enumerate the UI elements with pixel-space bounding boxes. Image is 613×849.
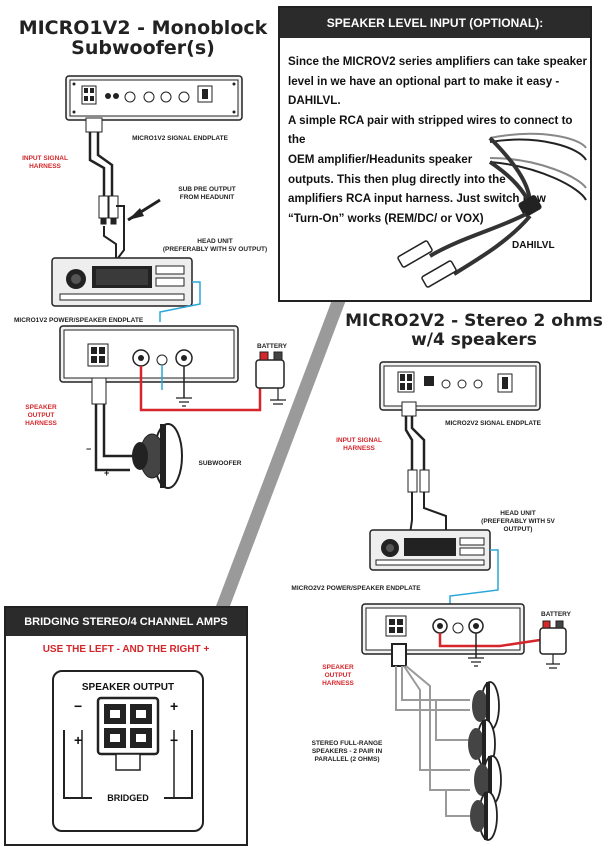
- right-title-line1: MICRO2V2 - Stereo 2 ohms: [345, 311, 603, 331]
- speaker-icon: [472, 681, 500, 731]
- subwoofer-icon: [132, 423, 183, 489]
- micro2v2-input-harness-icon: [401, 401, 447, 535]
- micro1v2-input-harness-icon: [85, 117, 125, 259]
- left-power-endplate-label: MICRO1V2 POWER/SPEAKER ENDPLATE: [14, 317, 144, 324]
- micro2v2-signal-endplate-icon: [379, 361, 541, 411]
- right-head-unit-note: (PREFERABLY WITH 5V OUTPUT): [481, 518, 555, 533]
- micro1v2-power-endplate-icon: [59, 325, 239, 383]
- right-head-unit-label: HEAD UNIT (PREFERABLY WITH 5V OUTPUT): [468, 510, 568, 534]
- bridging-instruction: USE THE LEFT - AND THE RIGHT +: [42, 644, 210, 655]
- section-divider-bar: [216, 300, 346, 606]
- left-title-line2: Subwoofer(s): [71, 37, 215, 59]
- right-battery-icon: [539, 620, 567, 669]
- right-signal-endplate-label: MICRO2V2 SIGNAL ENDPLATE: [445, 420, 541, 427]
- bridging-heading: BRIDGING STEREO/4 CHANNEL AMPS: [6, 608, 246, 636]
- left-speaker-harness-icon: [91, 377, 138, 472]
- power-wire-right: [438, 633, 541, 648]
- speaker-level-line: amplifiers RCA input harness. Just switc…: [288, 192, 546, 206]
- bridged-connector-icon: [63, 696, 193, 808]
- left-signal-endplate-label: MICRO1V2 SIGNAL ENDPLATE: [132, 135, 228, 142]
- remote-wire-left: [159, 281, 201, 322]
- left-head-unit-label: HEAD UNIT (PREFERABLY WITH 5V OUTPUT): [150, 238, 280, 254]
- dahilvl-cable-icon: [397, 132, 587, 288]
- left-head-unit-icon: [51, 257, 193, 307]
- bridged-label: BRIDGED: [107, 793, 149, 803]
- micro1v2-signal-endplate-icon: [65, 75, 243, 121]
- right-head-unit-icon: [369, 529, 491, 571]
- subwoofer-label: SUBWOOFER: [198, 460, 242, 467]
- left-input-harness-label: INPUT SIGNAL HARNESS: [22, 155, 68, 170]
- right-speakers-icon: [468, 681, 502, 841]
- left-head-unit-title: HEAD UNIT: [197, 238, 233, 245]
- speaker-output-label: SPEAKER OUTPUT: [81, 682, 175, 693]
- speaker-level-line: “Turn-On” works (REM/DC/ or VOX): [288, 211, 484, 225]
- speaker-level-line: Since the MICROV2 series amplifiers can …: [288, 55, 588, 68]
- speaker-level-text: Since the MICROV2 series amplifiers can …: [280, 38, 590, 228]
- right-battery-label: BATTERY: [541, 611, 571, 618]
- left-sub-plus: +: [104, 468, 110, 478]
- left-head-unit-note: (PREFERABLY WITH 5V OUTPUT): [162, 246, 268, 253]
- bridge-plus-right: +: [170, 698, 179, 714]
- speaker-level-heading: SPEAKER LEVEL INPUT (OPTIONAL):: [280, 8, 590, 38]
- right-title: MICRO2V2 - Stereo 2 ohms w/4 speakers: [336, 312, 612, 350]
- speaker-level-line: A simple RCA pair with stripped wires to…: [288, 113, 573, 147]
- right-title-line2: w/4 speakers: [411, 330, 537, 350]
- micro2v2-power-endplate-icon: [361, 603, 525, 655]
- left-sub-minus: −: [86, 444, 92, 454]
- bridging-panel: BRIDGING STEREO/4 CHANNEL AMPS USE THE L…: [4, 606, 248, 846]
- bridge-minus-left: −: [74, 698, 83, 714]
- power-wire-left: [139, 366, 262, 412]
- speaker-level-line: OEM amplifier/Headunits speaker: [288, 152, 473, 166]
- remote-wire-right: [449, 549, 499, 606]
- left-title: MICRO1V2 - Monoblock Subwoofer(s): [18, 18, 268, 58]
- left-battery-icon: [255, 351, 286, 405]
- left-speaker-harness-label: SPEAKER OUTPUT HARNESS: [25, 404, 57, 427]
- dahilvl-label: DAHILVL: [512, 240, 555, 251]
- left-battery-label: BATTERY: [257, 343, 287, 350]
- bridge-minus-right: −: [170, 732, 179, 748]
- right-input-harness-label: INPUT SIGNAL HARNESS: [336, 437, 382, 452]
- right-power-endplate-label: MICRO2V2 POWER/SPEAKER ENDPLATE: [291, 585, 421, 592]
- right-speaker-harness-label: SPEAKER OUTPUT HARNESS: [322, 664, 354, 687]
- left-title-line1: MICRO1V2 - Monoblock: [18, 17, 268, 39]
- speaker-output-connector: SPEAKER OUTPUT − + + − BRIDGED: [52, 670, 204, 832]
- speaker-icon: [470, 791, 498, 841]
- speaker-level-line: level in we have an optional part to mak…: [288, 74, 560, 108]
- speaker-level-line: outputs. This then plug directly into th…: [288, 172, 506, 186]
- right-speaker-harness-icon: [391, 643, 470, 817]
- speaker-level-panel: SPEAKER LEVEL INPUT (OPTIONAL): Since th…: [278, 6, 592, 302]
- left-sub-pre-output-label: SUB PRE OUTPUT FROM HEADUNIT: [178, 186, 236, 201]
- right-head-unit-title: HEAD UNIT: [500, 510, 536, 517]
- bridge-plus-left: +: [74, 732, 83, 748]
- right-speakers-note: STEREO FULL-RANGE SPEAKERS - 2 PAIR IN P…: [311, 740, 383, 763]
